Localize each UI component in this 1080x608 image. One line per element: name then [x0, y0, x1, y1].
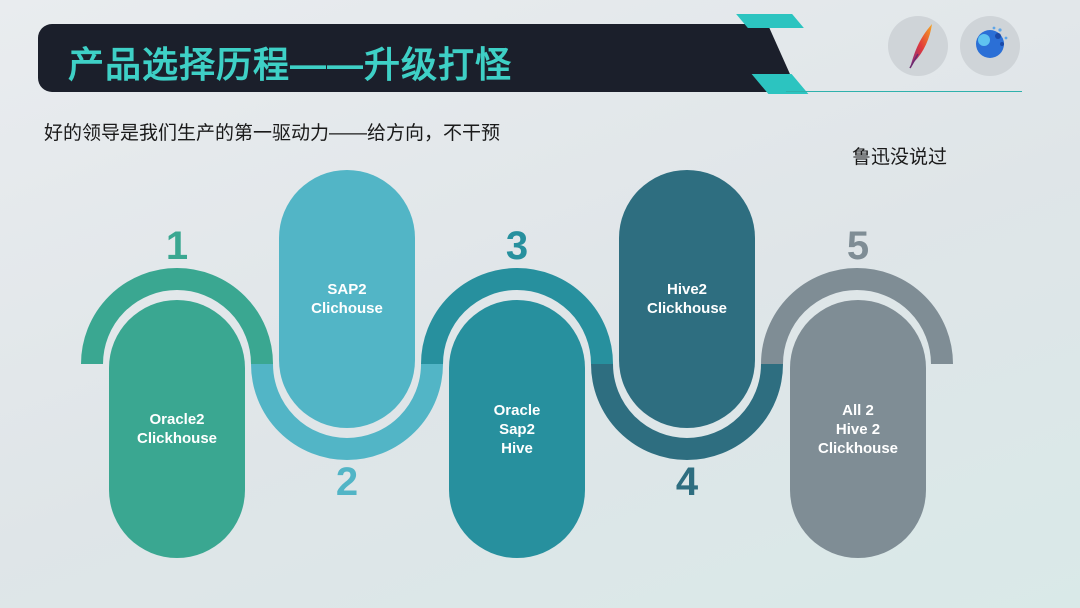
subtitle-text: 好的领导是我们生产的第一驱动力——给方向，不干预: [44, 123, 501, 144]
quote-text: 鲁迅没说过: [852, 147, 948, 168]
step-card-3: Oracle Sap2 Hive: [449, 300, 585, 558]
step-label-1: Oracle2 Clickhouse: [136, 411, 218, 447]
seatunnel-icon: [960, 16, 1020, 76]
step-number-1: 1: [165, 224, 189, 268]
title-bar: [38, 24, 798, 92]
apache-feather-icon: [888, 16, 948, 76]
step-label-5: All 2 Hive 2 Clickhouse: [817, 401, 899, 457]
step-card-1: Oracle2 Clickhouse: [109, 300, 245, 558]
step-label-2: SAP2 Clichouse: [311, 281, 383, 317]
step-label-3: Oracle Sap2 Hive: [493, 401, 541, 457]
step-number-2: 2: [335, 460, 359, 504]
step-number-4: 4: [675, 460, 699, 504]
step-card-5: All 2 Hive 2 Clickhouse: [790, 300, 926, 558]
arc-step4: [591, 363, 783, 460]
arc-step5: [761, 268, 953, 365]
step-label-4: Hive2 Clickhouse: [646, 281, 728, 317]
arc-step3: [421, 268, 613, 365]
step-card-2: SAP2 Clichouse: [279, 170, 415, 428]
page-title: 产品选择历程——升级打怪: [68, 44, 513, 85]
title-underline: [786, 91, 1022, 92]
step-number-3: 3: [505, 224, 529, 268]
step-number-5: 5: [846, 224, 870, 268]
step-card-4: Hive2 Clickhouse: [619, 170, 755, 428]
arc-step2: [251, 363, 443, 460]
arc-step1: [81, 268, 273, 365]
